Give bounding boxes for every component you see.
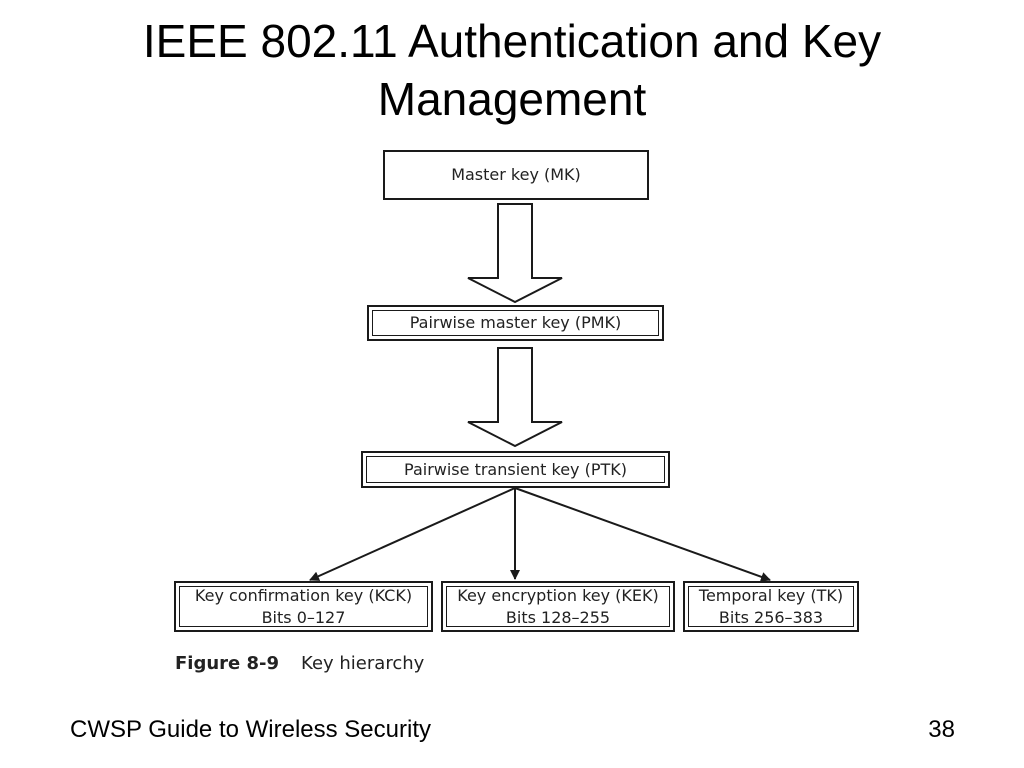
- node-temporal-key: Temporal key (TK) Bits 256–383: [683, 581, 859, 632]
- node-key-encryption-key: Key encryption key (KEK) Bits 128–255: [441, 581, 675, 632]
- figure-number: Figure 8-9: [175, 653, 280, 674]
- slide-title-line-1: IEEE 802.11 Authentication and Key: [142, 15, 882, 67]
- arrow-ptk-to-kck: [309, 487, 516, 581]
- node-master-key: Master key (MK): [383, 150, 649, 200]
- node-kck-bits: Bits 0–127: [261, 607, 346, 627]
- footer-page-number: 38: [928, 716, 955, 743]
- node-key-confirmation-key: Key confirmation key (KCK) Bits 0–127: [174, 581, 433, 632]
- block-arrow-mk-to-pmk: [467, 203, 563, 304]
- figure-title: Key hierarchy: [301, 653, 425, 674]
- node-kck-label: Key confirmation key (KCK): [194, 585, 413, 605]
- footer-course-title: CWSP Guide to Wireless Security: [70, 716, 431, 743]
- figure-caption: Figure 8-9 Key hierarchy: [175, 653, 424, 674]
- slide-title: IEEE 802.11 Authentication and Key Manag…: [0, 12, 1024, 128]
- node-tk-label: Temporal key (TK): [698, 585, 844, 605]
- node-pairwise-transient-key-label: Pairwise transient key (PTK): [404, 459, 627, 479]
- slide-title-line-2: Management: [377, 73, 647, 125]
- node-pairwise-transient-key: Pairwise transient key (PTK): [361, 451, 670, 488]
- node-kek-label: Key encryption key (KEK): [457, 585, 659, 605]
- arrow-ptk-to-tk: [514, 487, 771, 582]
- node-pairwise-master-key-label: Pairwise master key (PMK): [409, 313, 622, 332]
- node-tk-bits: Bits 256–383: [718, 607, 824, 627]
- node-pairwise-master-key: Pairwise master key (PMK): [367, 305, 664, 341]
- block-arrow-pmk-to-ptk: [467, 347, 563, 448]
- node-master-key-label: Master key (MK): [451, 165, 581, 184]
- node-kek-bits: Bits 128–255: [505, 607, 611, 627]
